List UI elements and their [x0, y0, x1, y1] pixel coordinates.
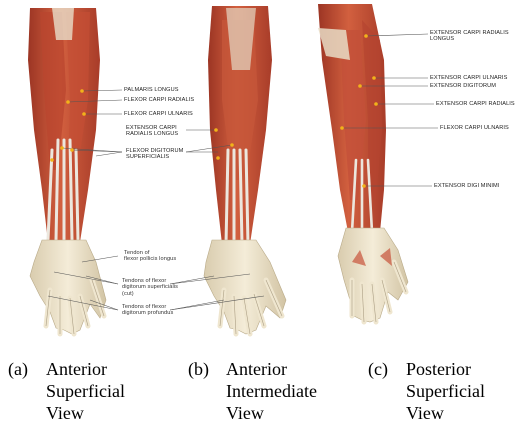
label-flexor-carpi-radialis: FLEXOR CARPI RADIALIS [124, 97, 194, 103]
label-flexor-carpi-ulnaris-c: FLEXOR CARPI ULNARIS [440, 125, 509, 131]
caption-letter: (b) [188, 358, 209, 380]
caption-letter: (a) [8, 358, 28, 380]
label-line: (cut) [122, 291, 178, 297]
label-line: LONGUS [430, 36, 509, 42]
caption-line: Intermediate [226, 380, 317, 402]
label-line: digitorum superficialis [122, 284, 178, 290]
label-line: digitorum profundus [122, 310, 173, 316]
panel-c-posterior-superficial [318, 4, 408, 322]
label-line: flexor pollicis longus [124, 256, 176, 262]
label-extensor-digitorum: EXTENSOR DIGITORUM [430, 83, 496, 89]
caption-a: (a) Anterior Superficial View [8, 358, 178, 424]
caption-b: (b) Anterior Intermediate View [188, 358, 358, 424]
label-flexor-carpi-ulnaris: FLEXOR CARPI ULNARIS [124, 111, 193, 117]
panel-a-anterior-superficial [28, 8, 106, 334]
label-tendons-flexor-digitorum-profundus: Tendons of flexor digitorum profundus [122, 304, 173, 317]
label-extensor-digi-minimi: EXTENSOR DIGI MINIMI [434, 183, 499, 189]
caption-c: (c) Posterior Superficial View [368, 358, 518, 424]
label-line: SUPERFICIALIS [126, 154, 183, 160]
label-palmaris-longus: PALMARIS LONGUS [124, 87, 179, 93]
label-extensor-carpi-radialis-longus: EXTENSOR CARPI RADIALIS LONGUS [126, 125, 178, 138]
caption-line: Anterior [226, 358, 317, 380]
label-line: RADIALIS LONGUS [126, 131, 178, 137]
panel-b-anterior-intermediate [204, 6, 286, 334]
caption-line: Superficial [406, 380, 485, 402]
hand-b [204, 240, 286, 334]
label-flexor-digitorum-superficialis: FLEXOR DIGITORUM SUPERFICIALIS [126, 148, 183, 161]
caption-letter: (c) [368, 358, 388, 380]
label-tendon-flexor-pollicis-longus: Tendon of flexor pollicis longus [124, 250, 176, 263]
caption-text: Anterior Intermediate View [226, 358, 317, 424]
caption-line: View [46, 402, 125, 424]
caption-line: Superficial [46, 380, 125, 402]
caption-text: Anterior Superficial View [46, 358, 125, 424]
label-extensor-carpi-radialis: EXTENSOR CARPI RADIALIS [436, 101, 515, 107]
caption-text: Posterior Superficial View [406, 358, 485, 424]
label-extensor-carpi-radialis-longus-c: EXTENSOR CARPI RADIALIS LONGUS [430, 30, 509, 43]
caption-line: View [406, 402, 485, 424]
caption-line: Anterior [46, 358, 125, 380]
caption-line: Posterior [406, 358, 485, 380]
caption-line: View [226, 402, 317, 424]
label-tendons-flexor-digitorum-superficialis: Tendons of flexor digitorum superficiali… [122, 278, 178, 297]
label-extensor-carpi-ulnaris: EXTENSOR CARPI ULNARIS [430, 75, 507, 81]
